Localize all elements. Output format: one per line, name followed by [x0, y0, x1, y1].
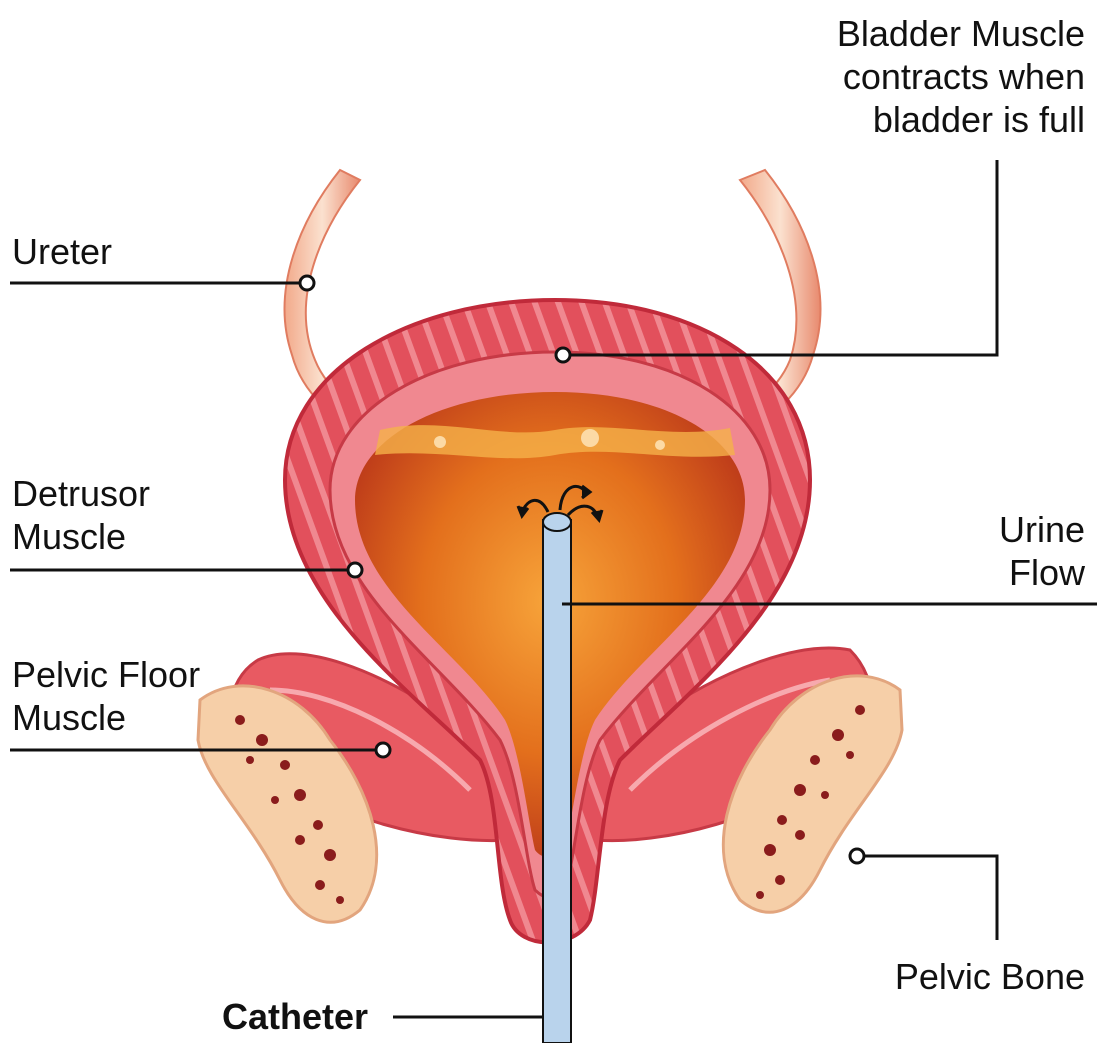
urine-flow-line-1: Urine: [999, 508, 1085, 551]
bladder-muscle-line-1: Bladder Muscle: [837, 12, 1085, 55]
catheter-shape: [543, 520, 571, 1043]
ureter-label-text: Ureter: [12, 230, 112, 273]
bladder-muscle-line-2: contracts when: [837, 55, 1085, 98]
detrusor-label: Detrusor Muscle: [12, 472, 150, 558]
detrusor-line-1: Detrusor: [12, 472, 150, 515]
detrusor-line-2: Muscle: [12, 515, 150, 558]
ureter-label: Ureter: [12, 230, 112, 273]
pelvic-floor-label: Pelvic Floor Muscle: [12, 653, 200, 739]
urine-flow-line-2: Flow: [999, 551, 1085, 594]
pelvic-floor-line-2: Muscle: [12, 696, 200, 739]
pelvic-bone-label: Pelvic Bone: [895, 955, 1085, 998]
bladder-muscle-label: Bladder Muscle contracts when bladder is…: [837, 12, 1085, 141]
pelvic-bone-label-text: Pelvic Bone: [895, 955, 1085, 998]
catheter-label-text: Catheter: [222, 995, 368, 1038]
urine-flow-label: Urine Flow: [999, 508, 1085, 594]
pelvic-floor-line-1: Pelvic Floor: [12, 653, 200, 696]
bladder-muscle-line-3: bladder is full: [837, 98, 1085, 141]
catheter-label: Catheter: [222, 995, 368, 1038]
